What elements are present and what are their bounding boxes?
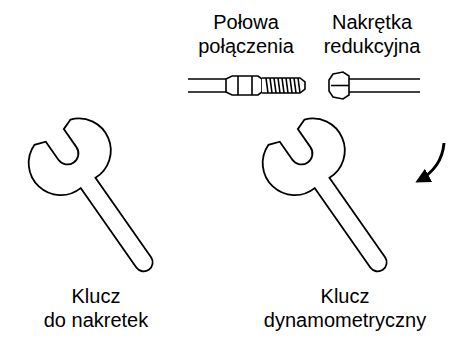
part-label: Nakrętka redukcyjna [324,10,421,58]
wrench [17,107,184,294]
part-label: Połowa połączenia [198,10,294,58]
tool-label: Klucz dynamometryczny [264,284,426,332]
thread-stroke [274,78,276,93]
thread-stroke [282,78,284,93]
thread-stroke [298,78,300,93]
thread-stroke [290,78,292,93]
thread-stroke [278,78,280,93]
flare-fitting [188,76,305,95]
thread-stroke [286,78,288,93]
thread-stroke [266,78,268,93]
thread-stroke [270,78,272,93]
tool-label: Klucz do nakretek [44,284,149,332]
flare-nut [329,72,420,99]
rotation-arrow [418,143,444,181]
torque-wrench [251,107,418,294]
thread-stroke [294,78,296,93]
